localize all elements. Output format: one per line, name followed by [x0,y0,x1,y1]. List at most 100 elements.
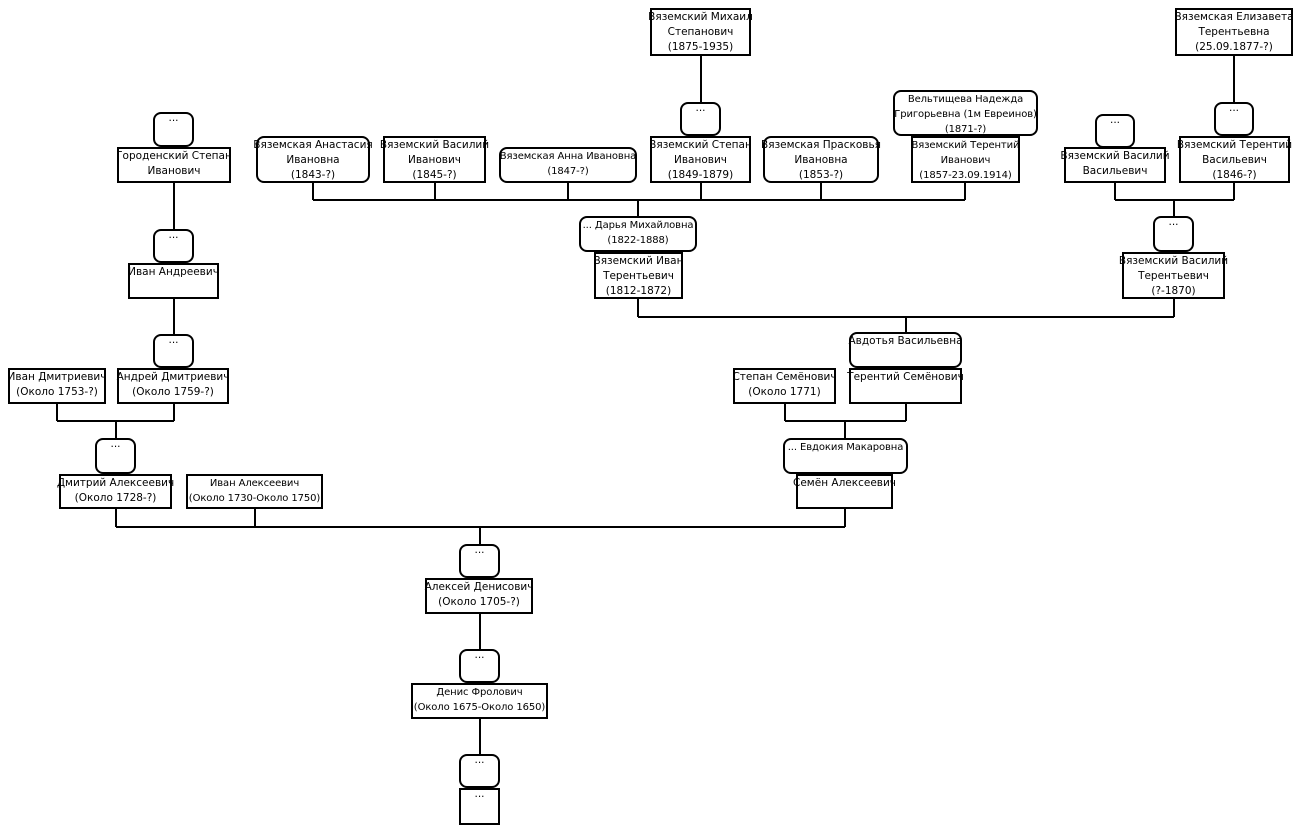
spouse-box-u_alexey[interactable]: ··· [459,544,500,578]
person-box-andreydm[interactable]: Андрей Дмитриевич (Около 1759-?) [117,368,229,404]
spouse-box-darya[interactable]: ... Дарья Михайловна (1822-1888) [579,216,697,252]
spouse-box-evdokia[interactable]: ... Евдокия Макаровна [783,438,908,474]
person-name-line: ··· [168,232,179,244]
person-name-line: Вяземский Василий [1118,255,1229,267]
person-name-line: ··· [168,337,179,349]
person-name-line: (Около 1705-?) [438,596,520,608]
person-name-line: Вяземская Анна Ивановна [499,151,637,162]
person-name-line: Иванович [408,154,461,166]
person-name-line: (1853-?) [798,169,844,181]
person-name-line: ··· [474,791,485,803]
person-box-denis[interactable]: Денис Фролович(Около 1675-Около 1650) [411,683,548,719]
spouse-box-avdotya[interactable]: Авдотья Васильевна [848,332,963,368]
person-name-line: Иван Алексеевич [209,478,300,489]
person-name-line: (?-1870) [1151,285,1196,297]
spouse-box-u_denis[interactable]: ··· [459,649,500,683]
person-name-line: Григорьевна (1м Евреинов) [894,109,1037,120]
person-name-line: Иванович [940,155,991,166]
person-box-alexey[interactable]: Алексей Денисович(Около 1705-?) [425,578,533,614]
person-name-line: (Около 1759-?) [132,386,214,398]
person-name-line: Вяземская Анастасия [253,139,373,151]
person-name-line: (1857-23.09.1914) [919,170,1012,181]
person-name-line: Дмитрий Алексеевич [56,477,175,489]
person-name-line: Семён Алексеевич [793,477,896,489]
person-name-line: Вельтищева Надежда [907,94,1024,105]
spouse-box-u_vvas[interactable]: ··· [1095,114,1135,148]
spouse-box-vanna[interactable]: Вяземская Анна Ивановна (1847-?) [499,147,637,183]
person-name-line: (Около 1771) [748,386,821,398]
person-name-line: (1871-?) [944,124,987,135]
person-name-line: ··· [474,547,485,559]
person-name-line: Иван Дмитриевич [7,371,107,383]
person-name-line: Вяземская Прасковья [761,139,881,151]
spouse-box-u_vstep[interactable]: ··· [680,102,721,136]
person-name-line: (1812-1872) [605,285,672,297]
spouse-box-u_vter[interactable]: ··· [1214,102,1254,136]
person-name-line: Вяземский Василий [379,139,490,151]
person-name-line: Авдотья Васильевна [848,335,963,347]
person-name-line: Ивановна [794,154,848,166]
person-name-line: ··· [695,105,706,117]
person-name-line: Денис Фролович [436,687,523,698]
person-name-line: Ивановна [286,154,340,166]
person-name-line: Терентьевич [603,270,674,282]
person-name-line: (1845-?) [412,169,457,181]
person-name-line: Вяземский Терентий [911,140,1020,151]
person-name-line: (1843-?) [290,169,336,181]
person-box-stepansem[interactable]: Степан Семёнович (Около 1771) [732,368,837,404]
person-name-line: Степан Семёнович [732,371,837,383]
person-name-line: Вяземский Терентий [1176,139,1293,151]
person-name-line: Васильевич [1082,165,1148,177]
person-name-line: ··· [110,441,121,453]
person-box-ivanandr[interactable]: Иван Андреевич [128,263,219,299]
person-name-line: Иванович [147,165,201,177]
person-name-line: (1847-?) [547,166,589,177]
spouse-box-u_root[interactable]: ··· [459,754,500,788]
spouse-box-u_andrey[interactable]: ··· [153,334,194,368]
person-name-line: ... Дарья Михайловна [582,220,694,231]
person-box-dmitry[interactable]: Дмитрий Алексеевич (Около 1728-?) [56,474,175,509]
person-box-ivanalex[interactable]: Иван Алексеевич (Около 1730-Около 1750) [186,474,323,509]
person-name-line: ··· [474,652,485,664]
spouse-box-u_vvasilyter[interactable]: ··· [1153,216,1194,252]
spouse-box-u_ivan_andr[interactable]: ··· [153,229,194,263]
person-box-semen[interactable]: Семён Алексеевич [793,474,896,509]
person-name-line: ··· [1109,117,1120,129]
person-name-line: ··· [1228,105,1239,117]
person-name-line: Андрей Дмитриевич [116,371,230,383]
spouse-box-u_gor[interactable]: ··· [153,112,194,147]
person-name-line: Иван Андреевич [128,266,219,278]
person-box-ivandm[interactable]: Иван Дмитриевич (Около 1753-?) [8,368,106,404]
person-name-line: (Около 1753-?) [16,386,98,398]
person-name-line: Степанович [667,26,734,38]
person-name-line: (1846-?) [1212,169,1257,181]
spouse-box-u_dmitry[interactable]: ··· [95,438,136,474]
person-name-line: (1875-1935) [667,41,734,53]
person-name-line: Городенский Степан [116,150,232,162]
person-name-line: (1849-1879) [667,169,734,181]
person-name-line: Васильевич [1202,154,1267,166]
person-name-line: Терентьевна [1198,26,1270,38]
person-name-line: Вяземская Елизавета [1174,11,1294,23]
person-name-line: (Около 1728-?) [74,492,157,504]
person-name-line: Вяземский Василий [1060,150,1170,162]
person-name-line: (Около 1730-Около 1750) [188,493,321,504]
person-box-root[interactable]: ··· [459,788,500,825]
person-name-line: ··· [168,115,179,127]
person-name-line: (1822-1888) [607,235,669,246]
person-box-terentysem[interactable]: Терентий Семёнович [847,368,964,404]
